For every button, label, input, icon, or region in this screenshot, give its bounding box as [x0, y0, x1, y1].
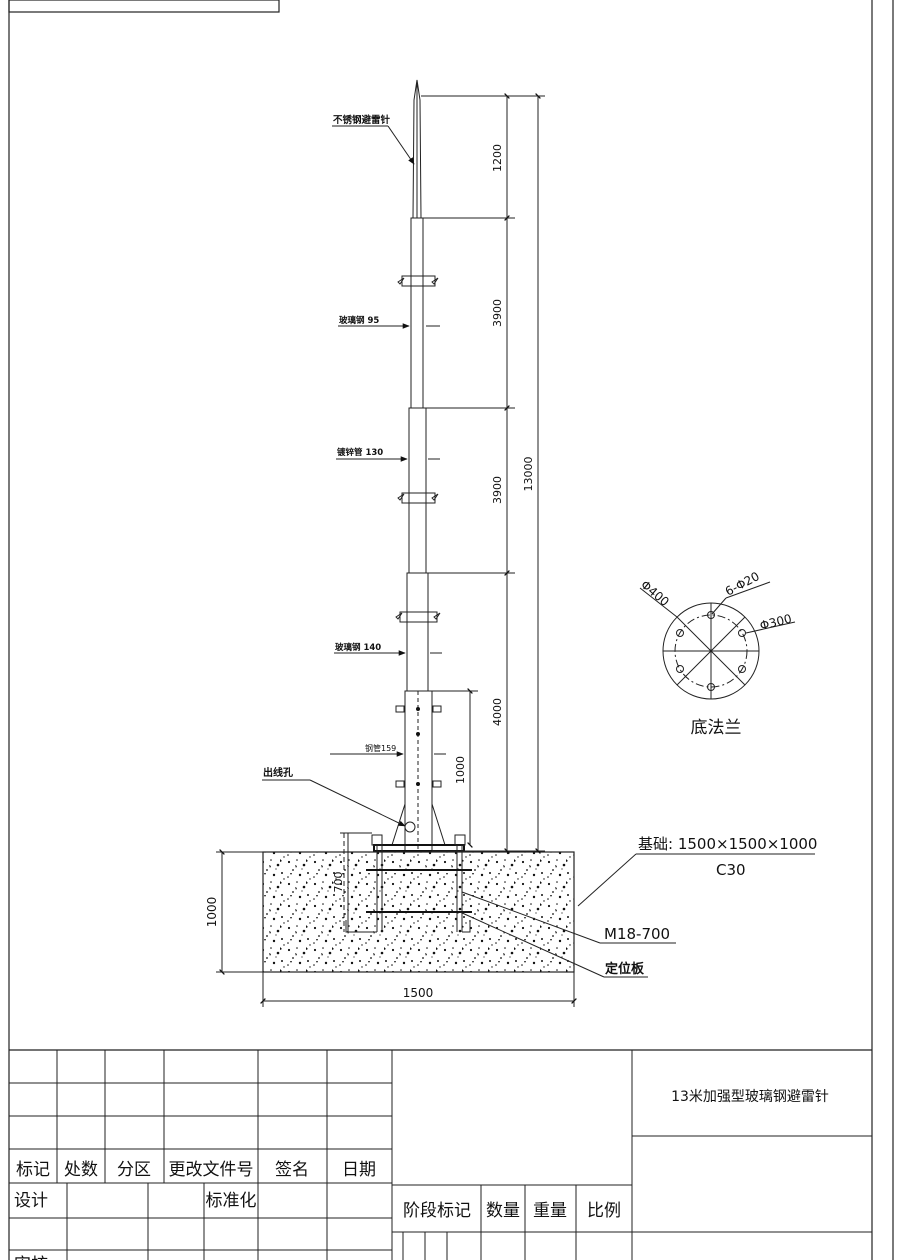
- label-outlet: 出线孔: [263, 766, 293, 779]
- dim-1200: 1200: [491, 144, 504, 172]
- title-block: [9, 1049, 872, 1260]
- tb-scale: 比例: [587, 1201, 621, 1221]
- callouts: 不锈钢避雷针 玻璃钢 95 镀锌管 130 玻璃钢 140 钢管159 出线孔 …: [262, 114, 817, 978]
- label-concrete: C30: [716, 861, 746, 879]
- label-tip: 不锈钢避雷针: [333, 114, 391, 126]
- flange-holes: 6-Φ20: [723, 569, 762, 599]
- label-seg3: 玻璃钢 140: [335, 642, 381, 653]
- dim-3900-a: 3900: [491, 299, 504, 327]
- label-seg4: 钢管159: [365, 743, 396, 753]
- label-bolt: M18-700: [604, 925, 670, 943]
- dim-700: 700: [332, 872, 345, 893]
- foundation: [262, 832, 575, 973]
- dim-3900-b: 3900: [491, 476, 504, 504]
- label-seg2: 镀锌管 130: [337, 447, 383, 458]
- label-foundation: 基础: 1500×1500×1000: [638, 835, 817, 853]
- dim-1000-pole: 1000: [454, 756, 467, 784]
- joint-flange-1: [397, 275, 439, 287]
- tb-header-count: 处数: [64, 1160, 98, 1180]
- tb-stage-mark: 阶段标记: [403, 1201, 471, 1221]
- title-block-text: 13米加强型玻璃钢避雷针 标记 处数 分区 更改文件号 签名 日期 设计 标准化…: [14, 1088, 829, 1260]
- tb-quantity: 数量: [486, 1201, 520, 1221]
- flange-caption: 底法兰: [691, 718, 742, 738]
- pole-bolts: [395, 705, 442, 788]
- tb-header-mark: 标记: [16, 1160, 50, 1180]
- joint-flange-2: [397, 492, 439, 504]
- tb-header-sign: 签名: [275, 1160, 309, 1180]
- tb-row-design: 设计: [14, 1191, 48, 1211]
- base-flange-detail: Φ400 6-Φ20 Φ300 底法兰: [638, 569, 796, 738]
- dim-13000: 13000: [522, 457, 535, 492]
- tb-weight: 重量: [533, 1201, 567, 1221]
- tb-header-zone: 分区: [117, 1160, 151, 1180]
- pole: [371, 79, 466, 852]
- flange-bolt-circle: Φ300: [758, 611, 793, 632]
- dim-1500: 1500: [403, 986, 434, 1000]
- flange-outer-dia: Φ400: [638, 578, 672, 610]
- label-plate: 定位板: [604, 961, 645, 977]
- tb-header-change-doc: 更改文件号: [169, 1160, 254, 1180]
- outlet-hole: [404, 821, 416, 833]
- label-seg1: 玻璃钢 95: [339, 315, 379, 326]
- dimension-chain: [216, 93, 577, 1007]
- dim-1000-base: 1000: [205, 897, 219, 928]
- drawing-title: 13米加强型玻璃钢避雷针: [671, 1088, 829, 1105]
- tb-header-date: 日期: [342, 1160, 376, 1180]
- dim-4000: 4000: [491, 698, 504, 726]
- tb-row-standard: 标准化: [206, 1191, 257, 1211]
- joint-flange-3: [395, 611, 441, 623]
- dimension-labels: 1200 3900 3900 4000 13000 1000 700 1000 …: [205, 144, 535, 1000]
- tb-row-review: 审核: [14, 1255, 48, 1260]
